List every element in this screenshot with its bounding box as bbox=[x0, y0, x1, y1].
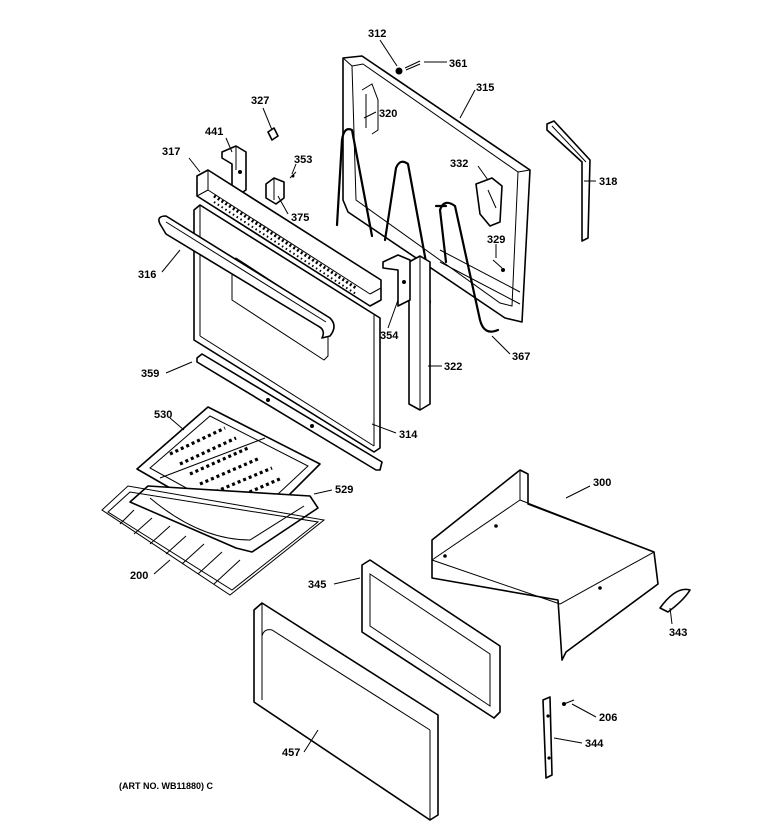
label-206: 206 bbox=[599, 712, 617, 724]
part-labels: 312 361 315 327 320 441 353 332 318 317 … bbox=[130, 28, 687, 759]
part-315-oven-frame bbox=[342, 55, 531, 323]
part-329-screw bbox=[492, 259, 505, 272]
label-345: 345 bbox=[308, 579, 326, 591]
label-329: 329 bbox=[487, 234, 505, 246]
label-344: 344 bbox=[585, 738, 604, 750]
label-200: 200 bbox=[130, 570, 148, 582]
label-327: 327 bbox=[251, 95, 269, 107]
label-367: 367 bbox=[512, 351, 530, 363]
label-332: 332 bbox=[450, 158, 468, 170]
label-353: 353 bbox=[294, 154, 312, 166]
part-345-drawer-frame bbox=[361, 559, 501, 719]
part-332-terminal-block bbox=[475, 177, 503, 227]
part-343-glide bbox=[659, 588, 691, 613]
label-361: 361 bbox=[449, 58, 467, 70]
part-300-drawer-body bbox=[431, 469, 659, 661]
part-375-latch bbox=[265, 177, 285, 205]
part-344-rail bbox=[542, 696, 553, 779]
part-353-screw bbox=[289, 171, 297, 179]
part-317-control-panel bbox=[196, 169, 382, 307]
label-457: 457 bbox=[282, 747, 300, 759]
part-354-bracket bbox=[382, 254, 411, 307]
part-206-screw bbox=[562, 699, 575, 706]
label-315: 315 bbox=[476, 82, 494, 94]
part-457-drawer-front bbox=[253, 602, 439, 821]
part-316-door-handle bbox=[158, 215, 335, 339]
leader-lines bbox=[153, 39, 673, 753]
label-318: 318 bbox=[599, 176, 617, 188]
label-314: 314 bbox=[399, 429, 418, 441]
part-200-oven-rack bbox=[101, 485, 326, 596]
label-300: 300 bbox=[593, 477, 611, 489]
part-312-361-screw bbox=[395, 60, 421, 75]
part-529-broiler-pan bbox=[129, 485, 319, 553]
label-322: 322 bbox=[444, 361, 462, 373]
label-317: 317 bbox=[162, 146, 180, 158]
label-530: 530 bbox=[154, 409, 172, 421]
part-320-bracket bbox=[361, 83, 379, 135]
label-529: 529 bbox=[335, 484, 353, 496]
part-318-rail bbox=[546, 120, 591, 242]
label-316: 316 bbox=[138, 269, 156, 281]
part-322-side-trim bbox=[408, 255, 431, 411]
art-number-caption: (ART NO. WB11880) C bbox=[119, 781, 214, 791]
label-312: 312 bbox=[368, 28, 386, 40]
label-375: 375 bbox=[291, 212, 309, 224]
label-359: 359 bbox=[141, 368, 159, 380]
label-354: 354 bbox=[380, 330, 399, 342]
label-320: 320 bbox=[379, 108, 397, 120]
label-343: 343 bbox=[669, 627, 687, 639]
part-327-clip bbox=[267, 127, 279, 141]
label-441: 441 bbox=[205, 126, 223, 138]
part-359-door-trim bbox=[196, 353, 383, 471]
